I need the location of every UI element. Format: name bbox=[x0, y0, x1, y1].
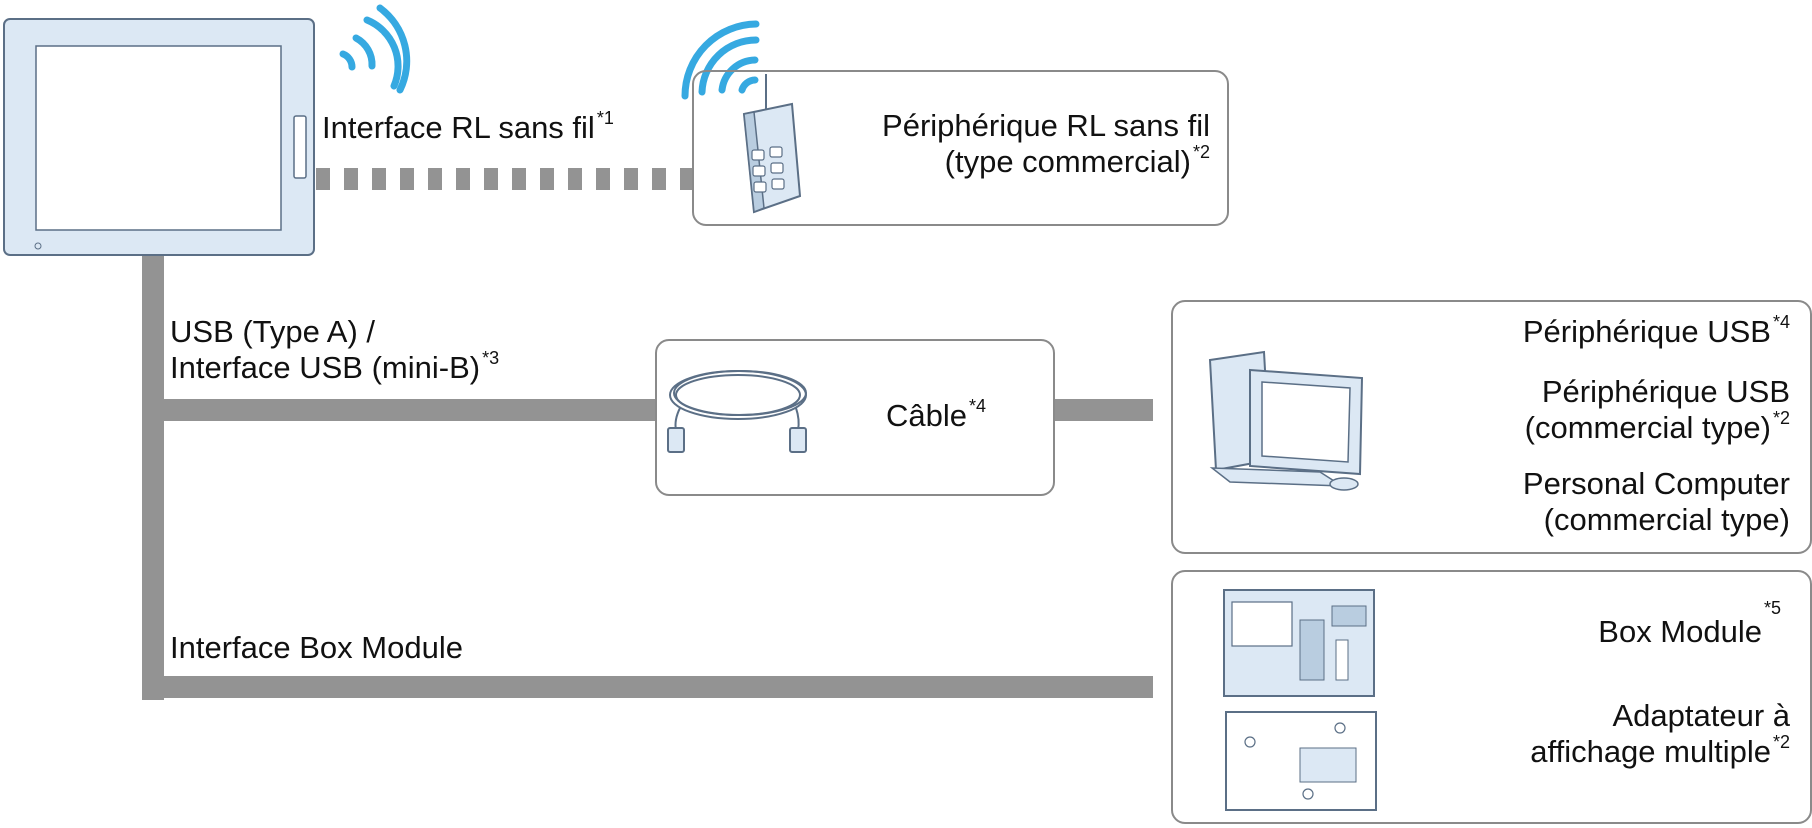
trunk-line bbox=[142, 255, 164, 700]
usb-interface-label: USB (Type A) / Interface USB (mini-B)*3 bbox=[170, 314, 499, 390]
usb-line bbox=[142, 399, 655, 421]
computer-icon bbox=[1208, 350, 1364, 491]
box-module-line bbox=[142, 676, 1153, 698]
wireless-device-box bbox=[692, 70, 1229, 226]
wireless-device-line2: (type commercial)*2 bbox=[944, 142, 1210, 179]
router-icon bbox=[742, 74, 802, 214]
adapter-label: Adaptateur à affichage multiple*2 bbox=[1530, 698, 1790, 769]
usb-device-box bbox=[1171, 300, 1812, 554]
box-interface-label: Interface Box Module bbox=[170, 630, 463, 665]
usb-interface-line2: Interface USB (mini-B)*3 bbox=[170, 348, 500, 385]
box-module-icon bbox=[1223, 589, 1375, 697]
cable-icon bbox=[667, 370, 807, 453]
cable-label: Câble*4 bbox=[886, 396, 987, 433]
panel-device-icon bbox=[3, 18, 315, 256]
cable-box bbox=[655, 339, 1055, 496]
usb-device-item: Périphérique USB*4 bbox=[1522, 312, 1790, 349]
box-module-box bbox=[1171, 570, 1812, 824]
usb-device-item: Périphérique USB (commercial type)*2 bbox=[1524, 374, 1790, 445]
box-module-label: Box Module bbox=[1598, 614, 1762, 649]
box-module-note: *5 bbox=[1764, 598, 1782, 618]
usb-interface-line1: USB (Type A) / bbox=[170, 314, 376, 349]
multi-display-adapter-icon bbox=[1225, 711, 1377, 811]
wireless-device-label: Périphérique RL sans fil (type commercia… bbox=[800, 108, 1210, 184]
wireless-interface-label: Interface RL sans fil*1 bbox=[322, 108, 614, 145]
wifi-signal-icon bbox=[339, 4, 411, 94]
usb-line-right bbox=[1053, 399, 1153, 421]
usb-device-item: Personal Computer (commercial type) bbox=[1522, 466, 1790, 537]
wireless-device-line1: Périphérique RL sans fil bbox=[882, 108, 1210, 143]
